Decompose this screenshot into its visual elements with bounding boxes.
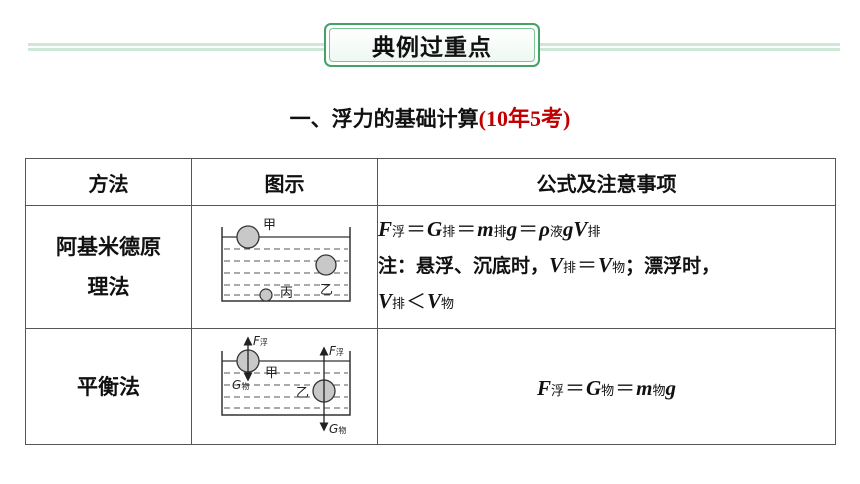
header-method: 方法 — [25, 158, 192, 206]
formula-archimedes-equation: F浮＝G排＝m排g＝ρ液gV排 — [378, 213, 835, 249]
sub-G: 排 — [442, 225, 456, 240]
sub-F: 浮 — [550, 384, 564, 399]
archimedes-diagram: 甲 乙 丙 — [220, 218, 351, 302]
sub-V: 排 — [392, 297, 406, 312]
force-label-G-a: G物 — [232, 378, 249, 392]
banner-title: 典例过重点 — [329, 28, 535, 62]
method-archimedes-line2: 理法 — [87, 275, 130, 299]
eq-sign: ＝ — [564, 376, 585, 400]
method-archimedes-line1: 阿基米德原 — [56, 235, 161, 259]
var-g: g — [665, 376, 677, 400]
var-F: F — [378, 217, 393, 241]
formula-archimedes-note-line2: V排＜V物 — [378, 285, 835, 321]
eq-sign: ＝ — [577, 253, 598, 277]
var-V: V — [549, 253, 564, 277]
sub-V: 排 — [587, 225, 601, 240]
var-V: V — [378, 289, 393, 313]
force-label-F-a: F浮 — [253, 334, 268, 348]
sub-rho: 液 — [549, 225, 563, 240]
table-header-row: 方法 图示 公式及注意事项 — [25, 158, 836, 206]
sub-F: 浮 — [392, 225, 406, 240]
method-table: 方法 图示 公式及注意事项 阿基米德原 理法 甲 — [25, 158, 836, 445]
eq-sign: ＝ — [406, 217, 427, 241]
ball-a — [235, 225, 260, 249]
ball-b-label: 乙 — [320, 283, 333, 298]
var-rho: ρ — [539, 217, 550, 241]
sub-m: 排 — [493, 225, 507, 240]
var-V: V — [573, 217, 588, 241]
section-exam-note: (10年5考) — [478, 106, 571, 131]
ball-c-label: 丙 — [280, 286, 293, 301]
force-label-F-b: F浮 — [329, 344, 344, 358]
formula-archimedes: F浮＝G排＝m排g＝ρ液gV排 注：悬浮、沉底时，V排＝V物；漂浮时， V排＜V… — [377, 205, 836, 329]
table-row: 阿基米德原 理法 甲 乙 — [25, 205, 836, 329]
header-figure: 图示 — [191, 158, 378, 206]
ball-b-label: 乙 — [296, 386, 309, 401]
balance-diagram: F浮 G物 甲 F浮 G物 乙 — [220, 334, 351, 436]
eq-sign: ＝ — [615, 376, 636, 400]
container-outline — [220, 350, 351, 416]
var-V: V — [427, 289, 442, 313]
sub-V: 物 — [441, 297, 455, 312]
formula-archimedes-note-line1: 注：悬浮、沉底时，V排＝V物；漂浮时， — [378, 249, 835, 285]
eq-sign: ＝ — [456, 217, 477, 241]
sub-V: 排 — [563, 261, 577, 276]
container-outline — [220, 227, 351, 302]
note-prefix: 注：悬浮、沉底时， — [378, 255, 550, 277]
var-F: F — [536, 376, 551, 400]
figure-balance: F浮 G物 甲 F浮 G物 乙 — [191, 328, 378, 445]
figure-archimedes: 甲 乙 丙 — [191, 205, 378, 329]
ball-a-label: 甲 — [263, 218, 276, 233]
var-m: m — [477, 217, 494, 241]
section-title: 一、浮力的基础计算 — [289, 107, 479, 131]
var-m: m — [636, 376, 653, 400]
method-balance: 平衡法 — [25, 328, 192, 445]
eq-sign: ＝ — [518, 217, 539, 241]
sub-G: 物 — [601, 384, 615, 399]
force-label-G-b: G物 — [329, 422, 346, 436]
banner-title-box: 典例过重点 — [324, 23, 540, 67]
method-archimedes: 阿基米德原 理法 — [25, 205, 192, 329]
header-formula: 公式及注意事项 — [377, 158, 836, 206]
var-G: G — [585, 376, 602, 400]
var-G: G — [427, 217, 443, 241]
sub-V: 物 — [612, 261, 626, 276]
formula-balance: F浮＝G物＝m物g — [377, 328, 836, 445]
section-heading: 一、浮力的基础计算(10年5考) — [0, 101, 860, 133]
lt-sign: ＜ — [406, 289, 427, 313]
var-g: g — [562, 217, 574, 241]
ball-a-label: 甲 — [265, 366, 278, 381]
ball-b — [314, 254, 337, 276]
note-mid: ；漂浮时， — [625, 255, 721, 277]
table-row: 平衡法 F浮 G物 甲 — [25, 328, 836, 445]
ball-c — [258, 288, 273, 302]
var-V: V — [598, 253, 613, 277]
var-g: g — [506, 217, 518, 241]
sub-m: 物 — [652, 384, 666, 399]
